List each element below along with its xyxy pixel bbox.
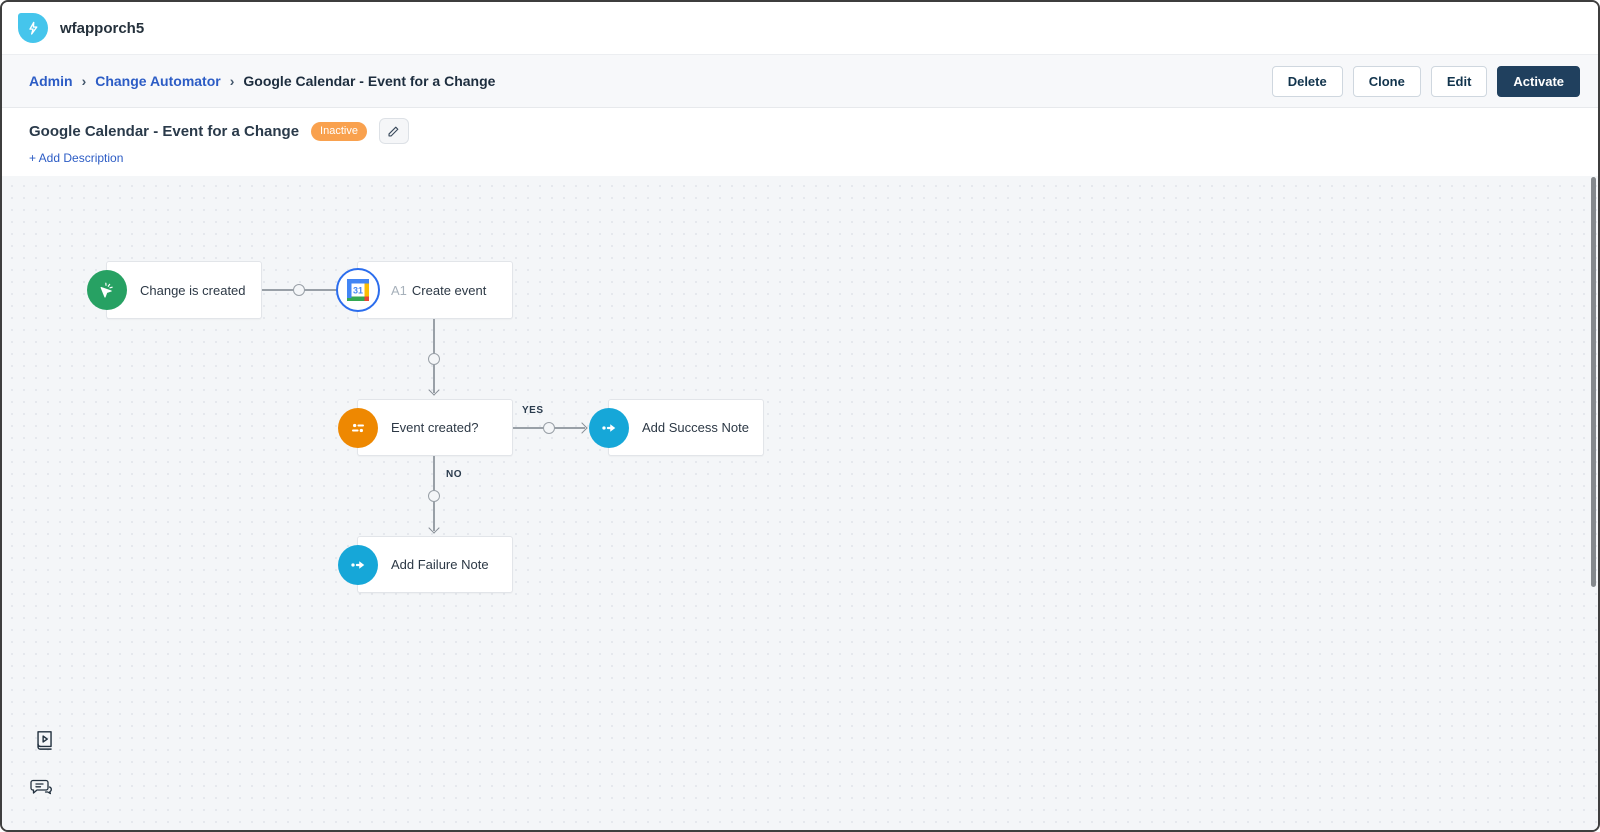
workflow-header: Google Calendar - Event for a Change Ina… — [2, 108, 1598, 176]
action-arrow-icon — [338, 544, 378, 585]
arrowhead-icon — [576, 422, 588, 434]
edge-add-step-dot[interactable] — [543, 422, 555, 434]
chevron-right-icon: › — [81, 73, 87, 89]
breadcrumb: Admin › Change Automator › Google Calend… — [29, 73, 495, 89]
node-label: Add Failure Note — [391, 557, 489, 572]
top-bar: wfapporch5 — [2, 2, 1598, 54]
breadcrumb-item-admin[interactable]: Admin — [29, 73, 73, 89]
node-condition-event-created[interactable]: Event created? — [338, 399, 513, 456]
vertical-scrollbar[interactable] — [1591, 177, 1596, 587]
node-step-id: A1 — [391, 282, 407, 298]
edge-label-no: NO — [446, 469, 462, 480]
node-a1-create-event[interactable]: 31 A1 Create event — [336, 261, 513, 319]
node-label: Event created? — [391, 420, 479, 435]
activate-button[interactable]: Activate — [1497, 65, 1580, 97]
feedback-chat-icon — [30, 779, 52, 795]
node-trigger-change-is-created[interactable]: Change is created — [87, 261, 262, 319]
edge-line — [262, 289, 348, 291]
node-label: Create event — [411, 282, 487, 298]
app-name: wfapporch5 — [60, 19, 145, 37]
workflow-title: Google Calendar - Event for a Change — [29, 122, 300, 140]
help-guide-button[interactable] — [31, 728, 57, 757]
feedback-button[interactable] — [27, 776, 55, 805]
edge-add-step-dot[interactable] — [293, 284, 305, 296]
edit-button[interactable]: Edit — [1430, 65, 1488, 97]
workflow-canvas: Change is created 31 A1 Create e — [2, 176, 1598, 830]
status-badge: Inactive — [311, 121, 367, 141]
arrowhead-icon — [428, 384, 440, 396]
delete-button[interactable]: Delete — [1271, 65, 1343, 97]
breadcrumb-bar: Admin › Change Automator › Google Calend… — [2, 54, 1598, 108]
condition-icon — [338, 407, 378, 448]
book-play-icon — [37, 731, 52, 750]
breadcrumb-item-change-automator[interactable]: Change Automator — [95, 73, 221, 89]
breadcrumb-item-current: Google Calendar - Event for a Change — [243, 73, 496, 89]
svg-text:31: 31 — [353, 285, 363, 295]
node-label: Add Success Note — [642, 420, 749, 435]
node-add-success-note[interactable]: Add Success Note — [589, 399, 764, 456]
node-label: Change is created — [140, 282, 246, 298]
header-actions: Delete Clone Edit Activate — [1271, 65, 1580, 97]
edge-label-yes: YES — [522, 405, 544, 416]
node-add-failure-note[interactable]: Add Failure Note — [338, 536, 513, 593]
edit-title-button[interactable] — [378, 118, 409, 144]
action-arrow-icon — [589, 407, 629, 448]
app-logo-bolt-icon[interactable] — [18, 13, 48, 43]
pencil-icon — [388, 126, 399, 137]
arrowhead-icon — [428, 522, 440, 534]
edge-add-step-dot[interactable] — [428, 353, 440, 365]
edge-add-step-dot[interactable] — [428, 490, 440, 502]
add-description-link[interactable]: + Add Description — [29, 151, 124, 165]
clone-button[interactable]: Clone — [1352, 65, 1421, 97]
cursor-click-icon — [87, 270, 127, 310]
chevron-right-icon: › — [229, 73, 235, 89]
google-calendar-icon: 31 — [336, 268, 380, 312]
